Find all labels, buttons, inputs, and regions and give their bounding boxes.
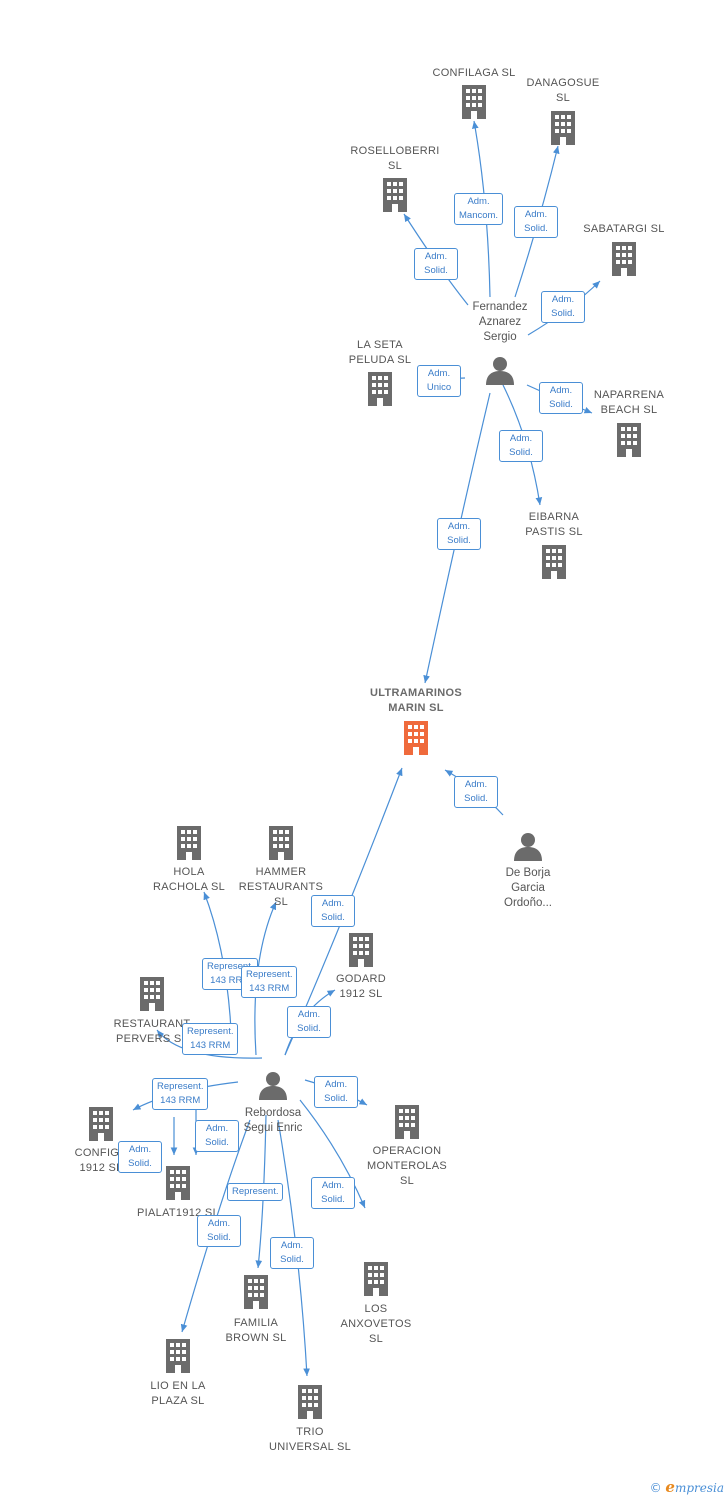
configr-building-icon[interactable] [89,1107,113,1141]
edge-label-fernandez-laseta[interactable]: Adm. Unico [417,365,461,397]
hammer-building-icon[interactable] [269,826,293,860]
node-label-anxovetos[interactable]: LOS ANXOVETOS SL [340,1303,412,1345]
ultramarinos-building-icon[interactable] [404,721,428,755]
edge-label-fernandez-ultramarinos[interactable]: Adm. Solid. [437,518,481,550]
node-label-laseta[interactable]: LA SETA PELUDA SL [348,339,412,366]
brand-name: mpresia [674,1481,724,1495]
node-label-operacion[interactable]: OPERACION MONTEROLAS SL [366,1145,447,1187]
node-label-hammer[interactable]: HAMMER RESTAURANTS SL [238,866,324,908]
node-label-familia[interactable]: FAMILIA BROWN SL [225,1317,287,1344]
roselloberri-building-icon[interactable] [383,178,407,212]
copyright-icon: © [649,1481,662,1495]
laseta-building-icon[interactable] [368,372,392,406]
operacion-building-icon[interactable] [395,1105,419,1139]
node-label-confilaga[interactable]: CONFILAGA SL [432,67,516,79]
edge-label-fernandez-confilaga[interactable]: Adm. Mancom. [454,193,504,225]
edge-label-rebordosa-operacion[interactable]: Adm. Solid. [311,1177,355,1209]
node-label-godard[interactable]: GODARD 1912 SL [335,973,387,1000]
edge-label-rebordosa-configr[interactable]: Adm. Solid. [118,1141,162,1173]
hola-building-icon[interactable] [177,826,201,860]
sabatargi-building-icon[interactable] [612,242,636,276]
eibarna-building-icon[interactable] [542,545,566,579]
rebordosa-person-icon[interactable] [259,1072,287,1100]
edge-label-rebordosa-lio[interactable]: Adm. Solid. [197,1215,241,1247]
edge-label-fernandez-naparrena[interactable]: Adm. Solid. [539,382,583,414]
node-label-fernandez[interactable]: Fernandez Aznarez Sergio [472,301,528,343]
node-label-eibarna[interactable]: EIBARNA PASTIS SL [525,511,583,538]
edge-rebordosa-operacion [299,1099,366,1209]
deborja-person-icon[interactable] [514,833,542,861]
edge-label-rebordosa-ultramarinos[interactable]: Adm. Solid. [311,895,355,927]
restaurant-building-icon[interactable] [140,977,164,1011]
danagosue-building-icon[interactable] [551,111,575,145]
node-label-roselloberri[interactable]: ROSELLOBERRI SL [350,145,440,172]
edge-label-rebordosa-godard[interactable]: Adm. Solid. [287,1006,331,1038]
lio-building-icon[interactable] [166,1339,190,1373]
familia-building-icon[interactable] [244,1275,268,1309]
edge-label-fernandez-danagosue[interactable]: Adm. Solid. [514,206,558,238]
node-label-hola[interactable]: HOLA RACHOLA SL [152,866,226,893]
fernandez-person-icon[interactable] [486,357,514,385]
brand-logo-e: e [665,1478,675,1496]
node-label-rebordosa[interactable]: Rebordosa Segui Enric [243,1107,303,1134]
edge-label-rebordosa-restaurant[interactable]: Represent. 143 RRM [182,1023,239,1055]
edge-label-rebordosa-pialat[interactable]: Adm. Solid. [195,1120,239,1152]
edge-label-rebordosa-hammer[interactable]: Represent. 143 RRM [241,966,298,998]
pialat-building-icon[interactable] [166,1166,190,1200]
naparrena-building-icon[interactable] [617,423,641,457]
node-label-lio[interactable]: LIO EN LA PLAZA SL [150,1380,206,1407]
edge-label-rebordosa-anxovetos[interactable]: Adm. Solid. [314,1076,358,1108]
brand-footer[interactable]: © empresia [650,1478,724,1496]
godard-building-icon[interactable] [349,933,373,967]
edge-label-rebordosa-configr[interactable]: Represent. 143 RRM [152,1078,209,1110]
edge-rebordosa-lio [180,1119,251,1333]
node-label-naparrena[interactable]: NAPARRENA BEACH SL [593,389,665,416]
edge-label-fernandez-eibarna[interactable]: Adm. Solid. [499,430,543,462]
trio-building-icon[interactable] [298,1385,322,1419]
node-label-ultramarinos[interactable]: ULTRAMARINOS MARIN SL [370,687,462,714]
edge-label-rebordosa-familia[interactable]: Represent. [227,1183,284,1201]
node-label-trio[interactable]: TRIO UNIVERSAL SL [268,1426,352,1453]
confilaga-building-icon[interactable] [462,85,486,119]
node-label-danagosue[interactable]: DANAGOSUE SL [526,77,600,104]
edge-label-deborja-ultramarinos[interactable]: Adm. Solid. [454,776,498,808]
edge-label-fernandez-roselloberri[interactable]: Adm. Solid. [414,248,458,280]
edge-label-fernandez-sabatargi[interactable]: Adm. Solid. [541,291,585,323]
anxovetos-building-icon[interactable] [364,1262,388,1296]
node-label-sabatargi[interactable]: SABATARGI SL [583,223,665,235]
edge-label-rebordosa-trio[interactable]: Adm. Solid. [270,1237,314,1269]
node-label-deborja[interactable]: De Borja Garcia Ordoño... [504,867,552,909]
